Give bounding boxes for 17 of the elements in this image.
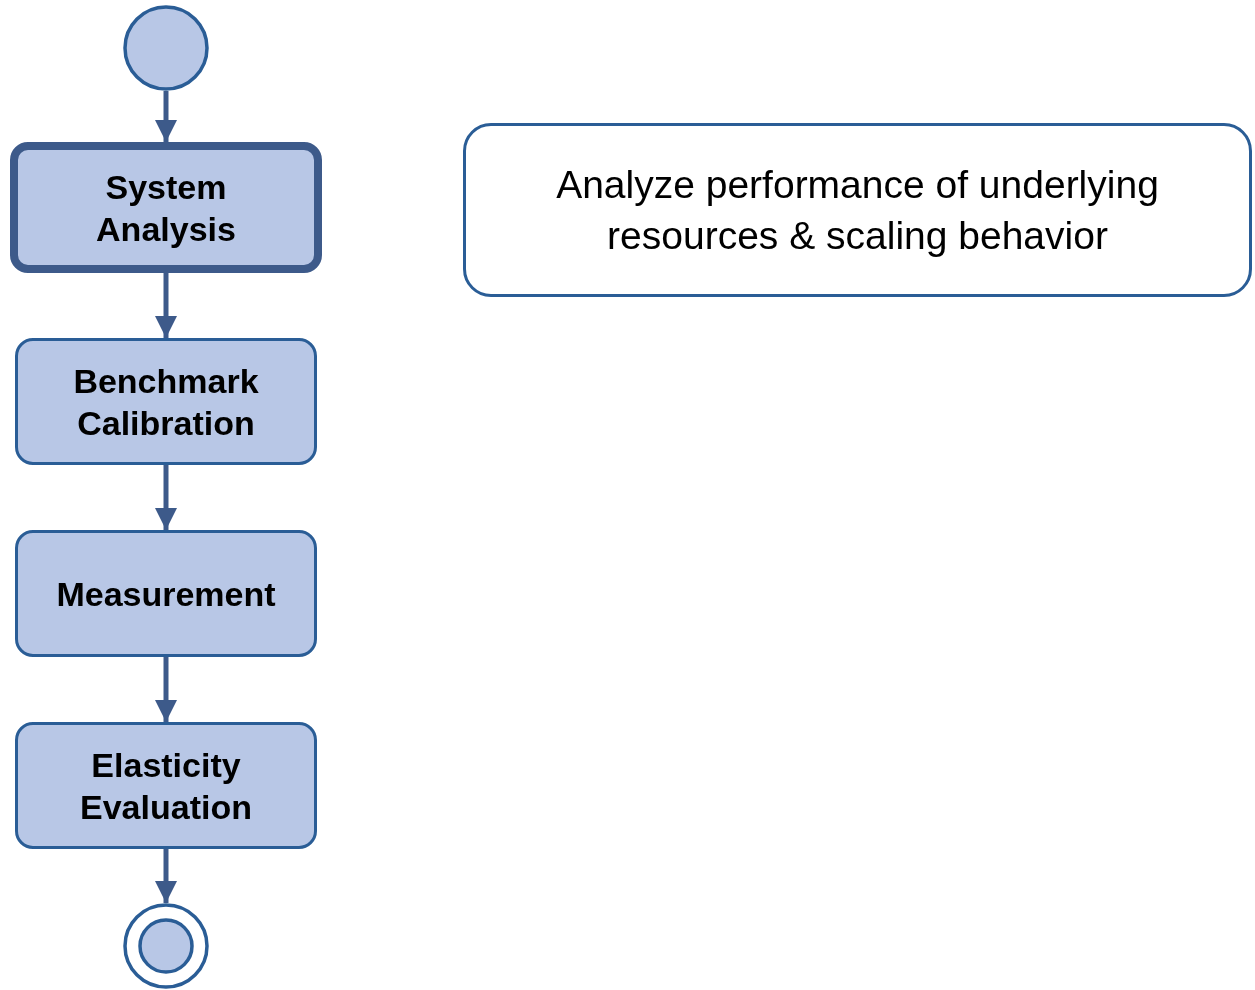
arrow — [155, 273, 177, 338]
activity-box — [15, 722, 317, 849]
activity-label: Benchmark Calibration — [72, 360, 260, 444]
arrow — [155, 849, 177, 903]
arrow — [155, 91, 177, 142]
arrow — [155, 657, 177, 722]
start-node-circle — [123, 5, 209, 91]
activity-box — [15, 530, 317, 657]
activity-label: System Analysis — [95, 166, 237, 250]
end-node-circle — [123, 903, 209, 989]
activity-box — [15, 338, 317, 465]
activity-box — [10, 142, 322, 273]
arrow — [155, 465, 177, 530]
note-text: Analyze performance of underlying resources & scaling behavior — [555, 162, 1160, 259]
activity-label: Measurement — [55, 573, 277, 615]
note-box — [463, 123, 1252, 297]
activity-label: Elasticity Evaluation — [79, 744, 253, 828]
